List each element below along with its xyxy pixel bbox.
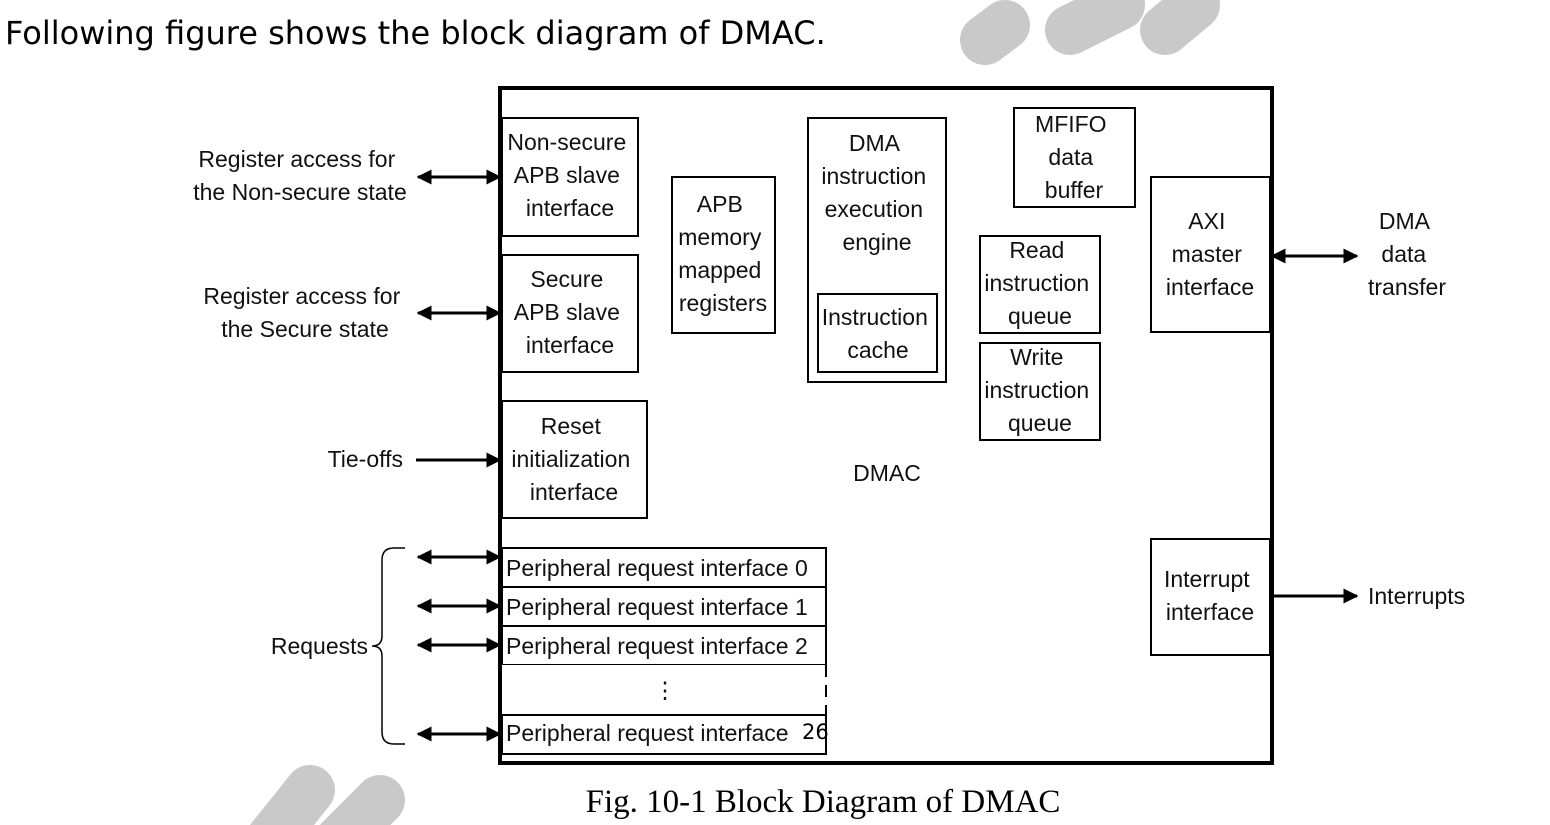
peripheral-row-last-label: Peripheral request interface [506, 720, 789, 746]
requests-label: Requests [271, 633, 368, 659]
dmac-core-label: DMAC [853, 460, 921, 486]
read-queue-label: Read instruction queue [984, 237, 1095, 329]
axi-master-box [1150, 176, 1271, 333]
mfifo-box [1013, 107, 1136, 208]
watermark [250, 0, 1220, 825]
dma-engine-label: DMA instruction execution engine [821, 130, 932, 255]
page-number: 26 [802, 720, 829, 744]
secure-apb-box [501, 254, 639, 373]
mfifo-label: MFIFO data buffer [1035, 111, 1113, 203]
peripheral-request-stack: Peripheral request interface 0 Periphera… [501, 547, 827, 755]
signal-arrows [416, 169, 1359, 742]
requests-brace [371, 547, 405, 745]
axi-master-label: AXI master interface [1166, 208, 1254, 300]
reset-init-label: Reset initialization interface [511, 413, 636, 505]
figure-caption: Fig. 10-1 Block Diagram of DMAC [585, 784, 1061, 820]
secure-access-label: Register access for the Secure state [203, 283, 406, 342]
instruction-cache-label: Instruction cache [822, 304, 935, 363]
read-queue-box [979, 235, 1101, 334]
reset-init-box [501, 400, 648, 519]
interrupt-interface-label: Interrupt interface [1164, 566, 1256, 625]
dma-transfer-label: DMA data transfer [1368, 208, 1446, 300]
apb-registers-label: APB memory mapped registers [678, 191, 768, 316]
nonsecure-apb-label: Non-secure APB slave interface [507, 129, 632, 221]
nonsecure-access-label: Register access for the Non-secure state [193, 146, 407, 205]
peripheral-row-1 [501, 586, 827, 627]
interrupts-label: Interrupts [1368, 583, 1465, 609]
write-queue-label: Write instruction queue [984, 344, 1095, 436]
nonsecure-apb-box [501, 117, 639, 237]
apb-registers-box [671, 176, 776, 334]
peripheral-row-0 [501, 547, 827, 588]
interrupt-interface-box [1150, 538, 1271, 656]
peripheral-row-gap [502, 665, 826, 715]
peripheral-row-last [501, 714, 827, 755]
peripheral-row-0-label: Peripheral request interface 0 [506, 555, 808, 581]
peripheral-row-2 [501, 625, 827, 666]
write-queue-box [979, 342, 1101, 441]
peripheral-ellipsis: ⋮ [654, 677, 677, 703]
tie-offs-label: Tie-offs [328, 446, 403, 472]
secure-apb-label: Secure APB slave interface [514, 266, 627, 358]
intro-text: Following figure shows the block diagram… [5, 14, 826, 52]
peripheral-row-2-label: Peripheral request interface 2 [506, 633, 808, 659]
peripheral-row-1-label: Peripheral request interface 1 [506, 594, 808, 620]
instruction-cache-box [817, 293, 938, 373]
